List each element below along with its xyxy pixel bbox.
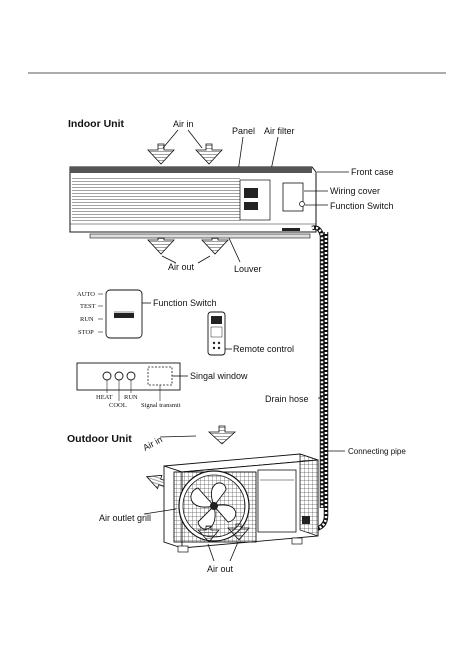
heat-label: HEAT [96, 394, 113, 401]
indoor-function-switch-label: Function Switch [330, 201, 394, 211]
indoor-air-out-label: Air out [168, 262, 195, 272]
front-case-label: Front case [351, 167, 394, 177]
panel-label: Panel [232, 126, 255, 136]
outdoor-unit-body [163, 453, 319, 553]
switch-run-label: RUN [80, 316, 94, 323]
cool-label: COOL [109, 402, 127, 409]
air-outlet-grill-label: Air outlet grill [99, 513, 151, 523]
indoor-unit-title: Indoor Unit [68, 118, 124, 130]
indoor-unit-body [69, 166, 317, 239]
air-filter-label: Air filter [264, 126, 295, 136]
remote-control-callout: Remote control [233, 344, 294, 354]
switch-panel-callout: Function Switch [153, 298, 217, 308]
outdoor-unit-title: Outdoor Unit [67, 433, 132, 445]
switch-test-label: TEST [80, 303, 96, 310]
drain-hose-label: Drain hose [265, 394, 309, 404]
signal-window-callout: Singal window [190, 371, 248, 381]
outdoor-air-out-label: Air out [207, 564, 234, 574]
signal-transmit-label: Signal transmit [141, 402, 181, 409]
wiring-cover-label: Wiring cover [330, 186, 380, 196]
remote-control [207, 311, 226, 356]
switch-stop-label: STOP [78, 329, 94, 336]
outdoor-air-out-arrows [197, 523, 250, 543]
outdoor-air-in-arrow-top [207, 425, 237, 445]
switch-auto-label: AUTO [77, 291, 95, 298]
indoor-air-in-label: Air in [173, 119, 194, 129]
connecting-pipe-label: Connecting pipe [348, 447, 406, 456]
indoor-air-in-arrows [147, 143, 223, 165]
signal-panel: HEAT RUN COOL Signal transmit [76, 362, 181, 409]
run-label: RUN [124, 394, 138, 401]
louver-label: Louver [234, 264, 262, 274]
function-switch-panel: AUTO TEST RUN STOP [77, 289, 143, 339]
indoor-air-out-arrows [147, 237, 229, 255]
